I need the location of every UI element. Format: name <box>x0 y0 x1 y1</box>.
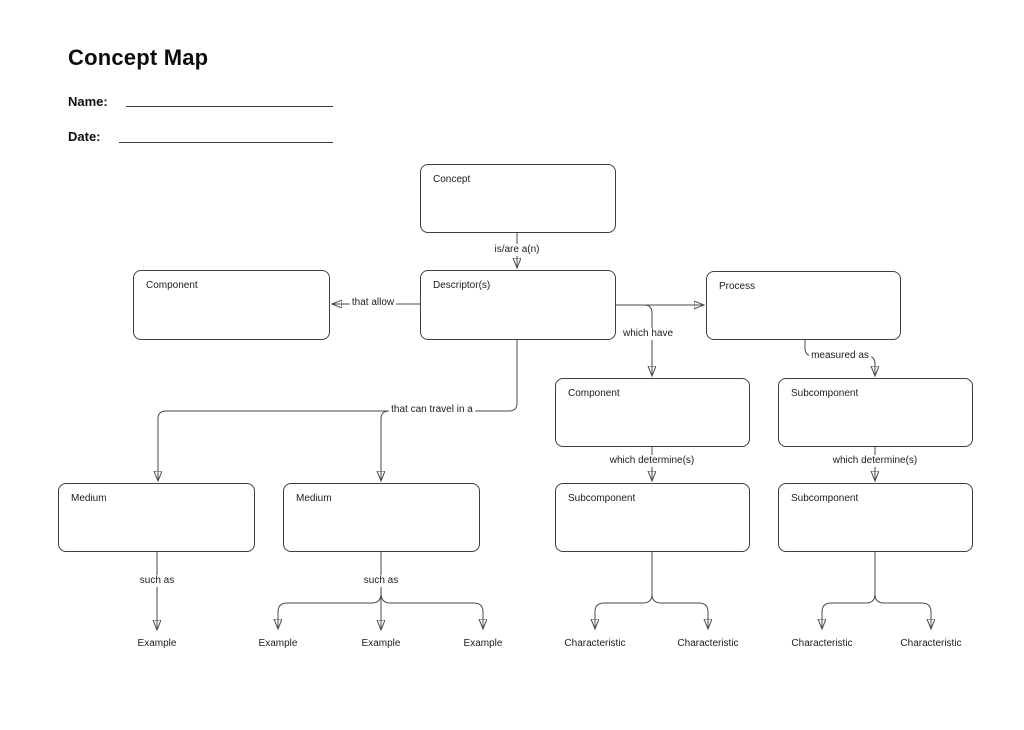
node-subcomponent-top-right-label: Subcomponent <box>791 388 859 399</box>
edge-which-have <box>643 304 652 376</box>
leaf-example-4: Example <box>463 638 503 649</box>
node-component-left-label: Component <box>146 280 198 291</box>
edge-label-such-as-2: such as <box>361 575 401 587</box>
leaf-characteristic-2: Characteristic <box>677 638 739 649</box>
edge-label-such-as-1: such as <box>137 575 177 587</box>
node-subcomponent-top-right: Subcomponent <box>778 378 973 447</box>
leaf-example-1: Example <box>137 638 177 649</box>
node-medium-2-label: Medium <box>296 493 332 504</box>
leaf-characteristic-4: Characteristic <box>900 638 962 649</box>
name-blank-line <box>126 106 333 107</box>
edge-travel-branch <box>381 410 390 481</box>
node-descriptors-label: Descriptor(s) <box>433 280 491 291</box>
edge-label-that-allow: that allow <box>349 297 397 309</box>
edge-subright-right <box>874 593 931 629</box>
edge-label-measured-as: measured as <box>809 350 871 362</box>
edge-medium2-right <box>380 592 483 629</box>
edge-medium2-left <box>278 592 382 629</box>
edge-label-travel: that can travel in a <box>389 404 475 416</box>
edge-label-determine-mid: which determine(s) <box>607 455 697 467</box>
date-label: Date: <box>68 129 101 144</box>
node-subcomponent-right-label: Subcomponent <box>791 493 859 504</box>
node-concept-label: Concept <box>433 174 471 185</box>
date-blank-line <box>119 142 333 143</box>
edge-submid-right <box>651 593 708 629</box>
node-component-mid-label: Component <box>568 388 620 399</box>
node-subcomponent-right: Subcomponent <box>778 483 973 552</box>
node-medium-1-label: Medium <box>71 493 107 504</box>
node-subcomponent-mid-label: Subcomponent <box>568 493 636 504</box>
page-title: Concept Map <box>68 45 209 70</box>
node-medium-1: Medium <box>58 483 255 552</box>
edge-subright-left <box>822 593 876 629</box>
node-medium-2: Medium <box>283 483 480 552</box>
edge-label-determine-right: which determine(s) <box>830 455 920 467</box>
node-descriptors: Descriptor(s) <box>420 270 616 340</box>
name-label: Name: <box>68 94 108 109</box>
node-concept: Concept <box>420 164 616 233</box>
node-subcomponent-mid: Subcomponent <box>555 483 750 552</box>
node-process: Process <box>706 271 901 340</box>
edge-label-which-have: which have <box>620 328 676 340</box>
leaf-characteristic-3: Characteristic <box>791 638 853 649</box>
edge-travel-main <box>158 340 518 481</box>
edge-submid-left <box>595 593 653 629</box>
leaf-example-3: Example <box>361 638 401 649</box>
leaf-characteristic-1: Characteristic <box>564 638 626 649</box>
edge-label-is-are: is/are a(n) <box>492 244 542 256</box>
node-process-label: Process <box>719 281 756 292</box>
leaf-example-2: Example <box>258 638 298 649</box>
node-component-mid: Component <box>555 378 750 447</box>
node-component-left: Component <box>133 270 330 340</box>
